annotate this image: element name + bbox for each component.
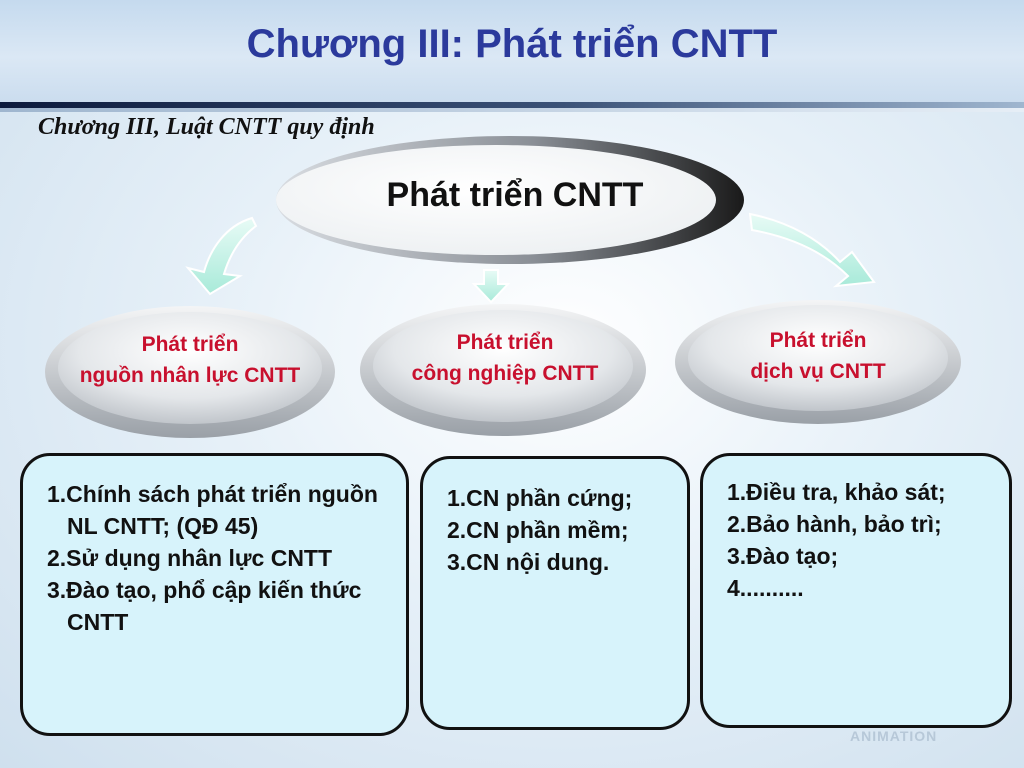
list-item: 1.CN phần cứng; (447, 485, 633, 511)
list-item: 2.Bảo hành, bảo trì; (727, 511, 942, 537)
branch-label-3-line2: dịch vụ CNTT (750, 360, 886, 383)
title-bar (0, 0, 1024, 104)
branch-label-2-line1: Phát triển (456, 331, 554, 354)
branch-label-1-line2: nguồn nhân lực CNTT (79, 364, 301, 387)
detail-list-2: 1.CN phần cứng; 2.CN phần mềm; 3.CN nội … (447, 482, 677, 578)
detail-box-3: 1.Điều tra, khảo sát; 2.Bảo hành, bảo tr… (700, 453, 1012, 728)
slide-subtitle: Chương III, Luật CNTT quy định (38, 114, 375, 140)
branch-label-3-line1: Phát triển (769, 329, 867, 352)
center-node-shape (276, 136, 744, 264)
title-divider-highlight (0, 108, 1024, 112)
branch-node-shape-2 (360, 304, 646, 436)
list-item: 2.Sử dụng nhân lực CNTT (47, 545, 333, 571)
detail-list-1: 1.Chính sách phát triển nguồn NL CNTT; (… (47, 478, 392, 638)
list-item: 4.......... (727, 575, 804, 601)
center-node-label: Phát triển CNTT (386, 176, 644, 214)
list-item: 3.CN nội dung. (447, 549, 610, 575)
arrow-right (748, 212, 876, 288)
slide-title: Chương III: Phát triển CNTT (246, 22, 778, 66)
list-item: 3.Đào tạo; (727, 543, 839, 569)
branch-label-2: Phát triển công nghiệp CNTT (355, 327, 655, 389)
title-divider (0, 102, 1024, 108)
detail-box-2: 1.CN phần cứng; 2.CN phần mềm; 3.CN nội … (420, 456, 690, 730)
branch-label-1-line1: Phát triển (141, 333, 239, 356)
detail-list-3: 1.Điều tra, khảo sát; 2.Bảo hành, bảo tr… (727, 476, 999, 604)
arrow-middle (471, 269, 511, 304)
list-item: 1.Chính sách phát triển nguồn NL CNTT; (… (47, 481, 378, 539)
list-item: 1.Điều tra, khảo sát; (727, 479, 946, 505)
branch-label-3: Phát triển dịch vụ CNTT (668, 325, 968, 387)
branch-node-shape-1 (45, 306, 335, 438)
arrow-left (185, 216, 258, 296)
branch-label-1: Phát triển nguồn nhân lực CNTT (40, 329, 340, 391)
detail-box-1: 1.Chính sách phát triển nguồn NL CNTT; (… (20, 453, 409, 736)
list-item: 3.Đào tạo, phổ cập kiến thức CNTT (47, 577, 362, 635)
branch-label-2-line2: công nghiệp CNTT (411, 362, 599, 385)
branch-node-shape-3 (675, 300, 961, 424)
watermark-logo: ANIMATION (850, 728, 938, 744)
list-item: 2.CN phần mềm; (447, 517, 629, 543)
